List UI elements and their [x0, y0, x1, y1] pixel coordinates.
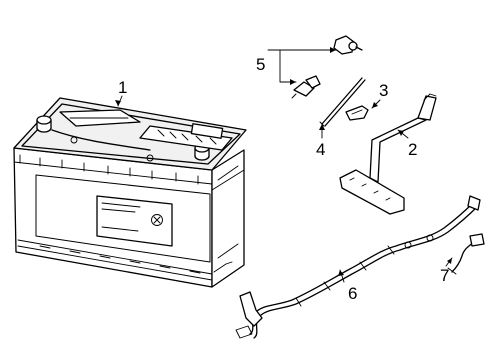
leader-lines	[115, 47, 453, 283]
cable-harness	[235, 195, 481, 339]
callout-1: 1	[118, 78, 127, 97]
callout-7: 7	[440, 266, 449, 285]
callout-6: 6	[348, 284, 357, 303]
callout-2: 2	[408, 140, 417, 159]
battery	[13, 97, 247, 288]
callout-5: 5	[256, 55, 265, 74]
callout-4: 4	[316, 140, 325, 159]
clip	[345, 105, 369, 121]
sensors	[291, 35, 363, 99]
connector-lead	[447, 233, 485, 275]
hold-down-bracket	[339, 93, 437, 215]
callout-3: 3	[379, 81, 388, 100]
